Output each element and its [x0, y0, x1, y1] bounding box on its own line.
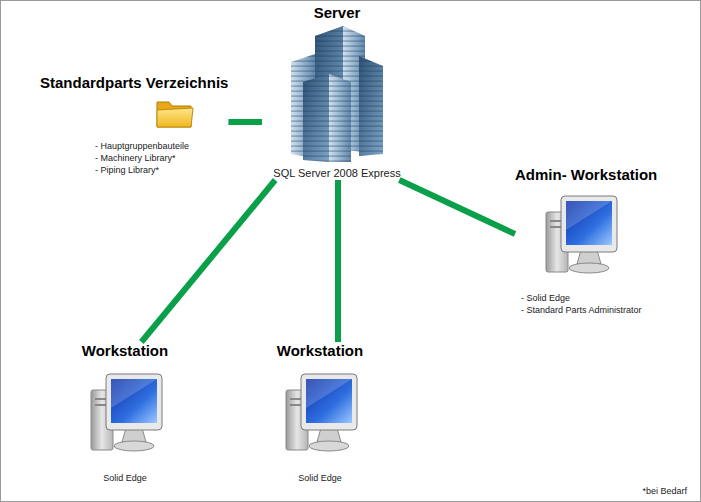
workstation-icon [543, 190, 618, 282]
node-detail: - Piping Library* [95, 164, 228, 176]
workstation-icon [88, 368, 163, 460]
node-detail: - Hauptgruppenbauteile [95, 140, 228, 152]
server-node: ServerSQL Server 2008 Express [262, 4, 412, 180]
workstation-icon [283, 368, 358, 460]
node-detail: Solid Edge [60, 472, 190, 484]
node-detail: - Solid Edge [521, 292, 657, 304]
server-icon [285, 22, 389, 164]
node-icon [60, 368, 190, 460]
network-link [141, 180, 275, 342]
node-heading: Workstation [60, 342, 190, 360]
node-icon [543, 190, 657, 282]
workstation-node: WorkstationSolid Edge [60, 342, 190, 484]
admin-workstation-node: Admin- Workstation - Solid Edge- Standard… [515, 166, 657, 316]
node-heading: Workstation [255, 342, 385, 360]
node-detail: - Machinery Library* [95, 152, 228, 164]
network-link [335, 180, 341, 342]
node-detail: SQL Server 2008 Express [262, 166, 412, 180]
directory-node: Standardparts Verzeichnis - Hauptgruppenb… [40, 74, 228, 176]
node-detail: - Standard Parts Administrator [521, 304, 657, 316]
footnote: *bei Bedarf [642, 486, 687, 496]
node-heading: Admin- Workstation [515, 166, 657, 184]
network-link [228, 119, 262, 125]
workstation-node: WorkstationSolid Edge [255, 342, 385, 484]
node-icon [255, 368, 385, 460]
node-detail: Solid Edge [255, 472, 385, 484]
node-icon [262, 22, 412, 164]
node-heading: Server [262, 4, 412, 22]
node-heading: Standardparts Verzeichnis [40, 74, 228, 92]
folder-icon [155, 96, 195, 130]
network-link [399, 180, 515, 234]
node-icon [155, 96, 228, 130]
